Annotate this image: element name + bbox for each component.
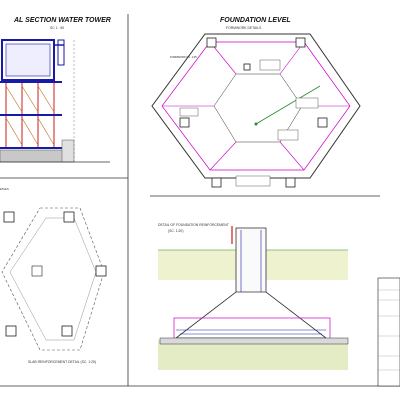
foundation-detail: DETAIL OF FOUNDATION REINFORCEMENT (SC. … [158, 223, 349, 370]
formwork-note: FORMWORK DC. 1:25 [170, 55, 197, 59]
section-water-tower: AL SECTION WATER TOWER SC 1 : 50 [0, 17, 111, 163]
section-title: AL SECTION WATER TOWER [13, 17, 111, 24]
foundation-title: FOUNDATION LEVEL [220, 17, 291, 24]
title-block [377, 277, 400, 387]
foundation-level: FOUNDATION LEVEL FORMWORK DETAILS FORMWO… [151, 17, 361, 188]
foundation-subtitle: FORMWORK DETAILS [226, 26, 262, 30]
panel-frames [0, 14, 400, 387]
detail-title: DETAIL OF FOUNDATION REINFORCEMENT [158, 223, 229, 227]
section-subtitle: SC 1 : 50 [50, 26, 64, 30]
detail-subtitle: (SC. 1:20) [168, 229, 183, 233]
slab-reinforcement: ETAILS SLAB REINFORCEMENT DETAIL (SC. 1:… [0, 187, 107, 364]
slab-caption: SLAB REINFORCEMENT DETAIL (SC. 1:25) [28, 360, 96, 364]
svg-text:ETAILS: ETAILS [0, 187, 9, 191]
